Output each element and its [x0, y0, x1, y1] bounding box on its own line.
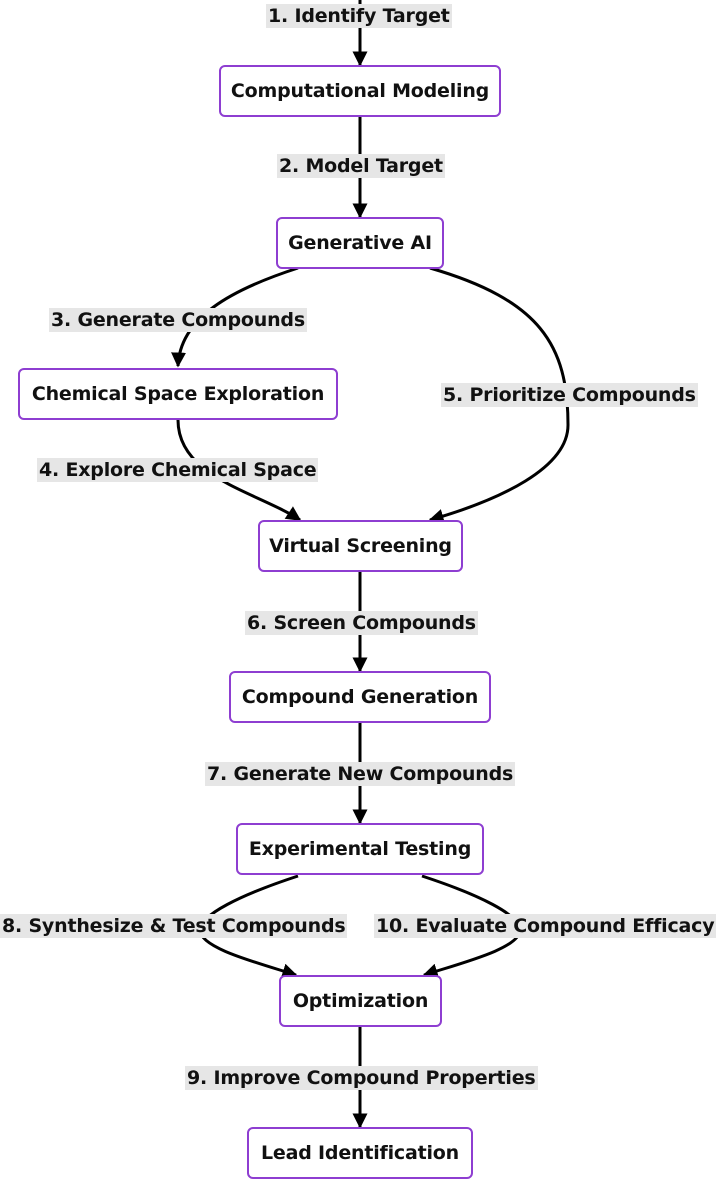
edge-label-identify-target: 1. Identify Target [266, 4, 452, 28]
node-experimental-testing: Experimental Testing [236, 823, 484, 875]
edge-prioritize-compounds [428, 266, 570, 524]
node-chemical-space-exploration: Chemical Space Exploration [18, 368, 338, 420]
node-optimization: Optimization [279, 975, 442, 1027]
edge-label-explore-chemical-space: 4. Explore Chemical Space [37, 458, 319, 482]
edge-generate-compounds [171, 266, 299, 368]
node-virtual-screening: Virtual Screening [258, 520, 463, 572]
edge-label-screen-compounds: 6. Screen Compounds [245, 611, 478, 635]
node-computational-modeling: Computational Modeling [219, 65, 501, 117]
edge-label-evaluate-efficacy: 10. Evaluate Compound Efficacy [374, 914, 717, 938]
node-generative-ai: Generative AI [276, 217, 444, 269]
edge-label-synthesize-test: 8. Synthesize & Test Compounds [0, 914, 348, 938]
edge-label-improve-properties: 9. Improve Compound Properties [185, 1066, 538, 1090]
node-lead-identification: Lead Identification [247, 1127, 473, 1179]
edge-label-generate-new-compounds: 7. Generate New Compounds [205, 762, 516, 786]
edge-label-model-target: 2. Model Target [277, 154, 445, 178]
edge-label-generate-compounds: 3. Generate Compounds [49, 308, 307, 332]
edge-label-prioritize-compounds: 5. Prioritize Compounds [441, 383, 698, 407]
node-compound-generation: Compound Generation [229, 671, 491, 723]
